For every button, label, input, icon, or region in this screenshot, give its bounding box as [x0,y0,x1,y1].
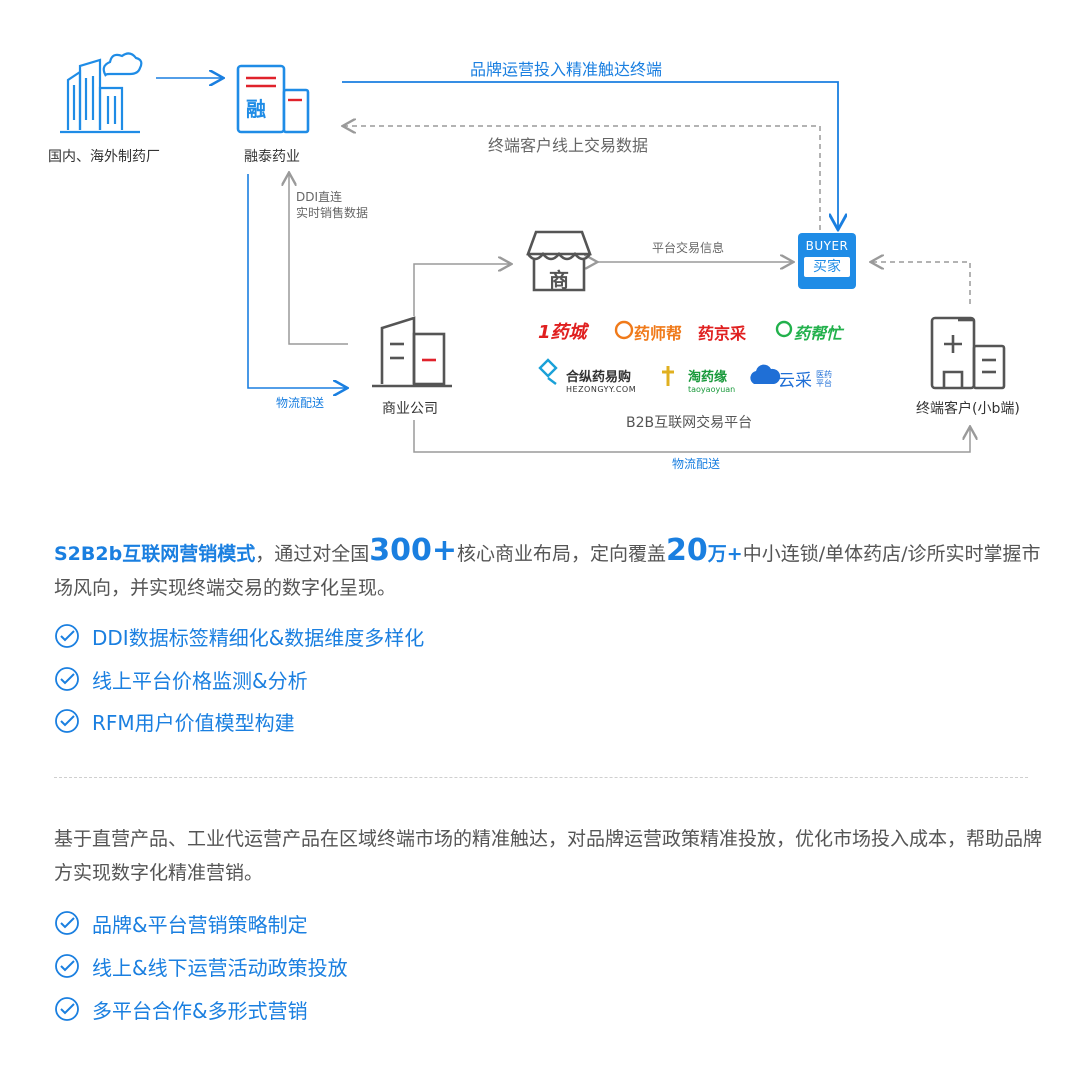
check-circle-icon [55,709,79,733]
buyer-badge: BUYER 买家 [798,233,856,289]
logo-taoyaoyuan-text: 淘药缘 [688,370,728,385]
terminal-hospital-icon [930,316,1006,390]
logo-hezong-sub: HEZONGYY.COM [566,385,637,394]
stat-300: 300+ [369,533,457,568]
s2b2b-lead: S2B2b互联网营销模式 [54,543,256,565]
check-circle-icon [55,997,79,1021]
brand-ops-label: 品牌运营投入精准触达终端 [470,60,663,79]
s2-bullet-1-text: 品牌&平台营销策略制定 [92,912,308,937]
section1-paragraph: S2B2b互联网营销模式，通过对全国300+核心商业布局，定向覆盖20万+中小连… [54,534,1044,605]
shop-icon [526,230,592,292]
taoyaoyuan-logo-icon [662,366,674,386]
s2-bullet-1: 品牌&平台营销策略制定 [54,908,308,938]
rongtai-label: 融泰药业 [244,149,300,165]
check-circle-icon [55,667,79,691]
logistics-left-arrow [247,174,346,388]
check-circle-icon [55,624,79,648]
commerce-label: 商业公司 [382,401,438,417]
check-circle-icon [55,954,79,978]
rongtai-icon-char: 融 [246,97,266,121]
ddi-label-2: 实时销售数据 [296,206,369,220]
section-divider [54,777,1028,778]
stat-20-suffix: 万+ [707,543,743,565]
ddi-label-1: DDI直连 [296,190,343,204]
brand-ops-arrow [342,81,838,228]
s1-bullet-3-text: RFM用户价值模型构建 [92,710,295,735]
logo-yuncai: 云采 医药平台 [778,366,836,392]
logo-yaojingcai: 药京采 [698,324,747,343]
stat-20: 20 [666,533,708,568]
buyer-title: BUYER [805,239,849,253]
terminal-data-label: 终端客户线上交易数据 [488,136,649,155]
logo-1yaocheng: 1药城 [538,322,587,343]
logo-hezong-text: 合纵药易购 [566,370,632,385]
logistics-left-label: 物流配送 [276,396,325,410]
yaobangmang-logo-icon [775,320,793,338]
shop-icon-char: 商 [549,268,569,292]
s1-text-a: ，通过对全国 [255,543,370,565]
s1-bullet-3: RFM用户价值模型构建 [54,706,295,736]
logo-yaobangmang: 药帮忙 [794,324,843,343]
platform-trade-label: 平台交易信息 [652,241,725,255]
check-circle-icon [55,911,79,935]
terminal-label: 终端客户(小b端) [916,401,1020,417]
platform-caption: B2B互联网交易平台 [626,415,753,431]
factory-icon [60,52,143,134]
logo-yaoshibang: 药师帮 [634,324,683,343]
s1-bullet-2-text: 线上平台价格监测&分析 [92,668,308,693]
logo-taoyaoyuan-sub: taoyaoyuan [688,385,736,394]
terminal-to-buyer-arrow [872,262,971,304]
s2-bullet-3: 多平台合作&多形式营销 [54,994,308,1024]
s1-text-c: 中小连锁/单体药店/诊所实时掌握市场风向，并实现终端交易的数字化呈现。 [54,543,1041,599]
logo-taoyaoyuan: 淘药缘 taoyaoyuan [688,366,735,394]
logistics-bottom-arrow [413,420,970,453]
ddi-arrow [289,174,348,345]
factory-label: 国内、海外制药厂 [48,149,160,165]
logistics-bottom-label: 物流配送 [672,457,721,471]
flow-diagram [60,52,1006,453]
s1-bullet-1: DDI数据标签精细化&数据维度多样化 [54,621,424,651]
s1-bullet-2: 线上平台价格监测&分析 [54,664,308,694]
section2-paragraph: 基于直营产品、工业代运营产品在区域终端市场的精准触达，对品牌运营政策精准投放，优… [54,828,1043,884]
yaoshibang-logo-icon [614,320,634,340]
s2-bullet-2: 线上&线下运营活动政策投放 [54,951,348,981]
rongtai-building-icon [236,64,310,134]
terminal-data-arrow [344,126,821,230]
buyer-sub: 买家 [804,257,850,277]
logo-yuncai-sub: 医药平台 [816,369,832,388]
yuncai-logo-icon [750,364,781,384]
commerce-building-icon [372,316,452,388]
s1-text-b: 核心商业布局，定向覆盖 [457,543,667,565]
hezong-logo-icon [538,358,558,385]
logo-yuncai-text: 云采 [778,371,812,391]
commerce-to-shop-arrow [413,264,510,316]
s2-bullet-2-text: 线上&线下运营活动政策投放 [92,955,348,980]
s1-bullet-1-text: DDI数据标签精细化&数据维度多样化 [92,625,425,650]
s2-bullet-3-text: 多平台合作&多形式营销 [92,998,308,1023]
logo-hezong: 合纵药易购 HEZONGYY.COM [566,366,636,394]
